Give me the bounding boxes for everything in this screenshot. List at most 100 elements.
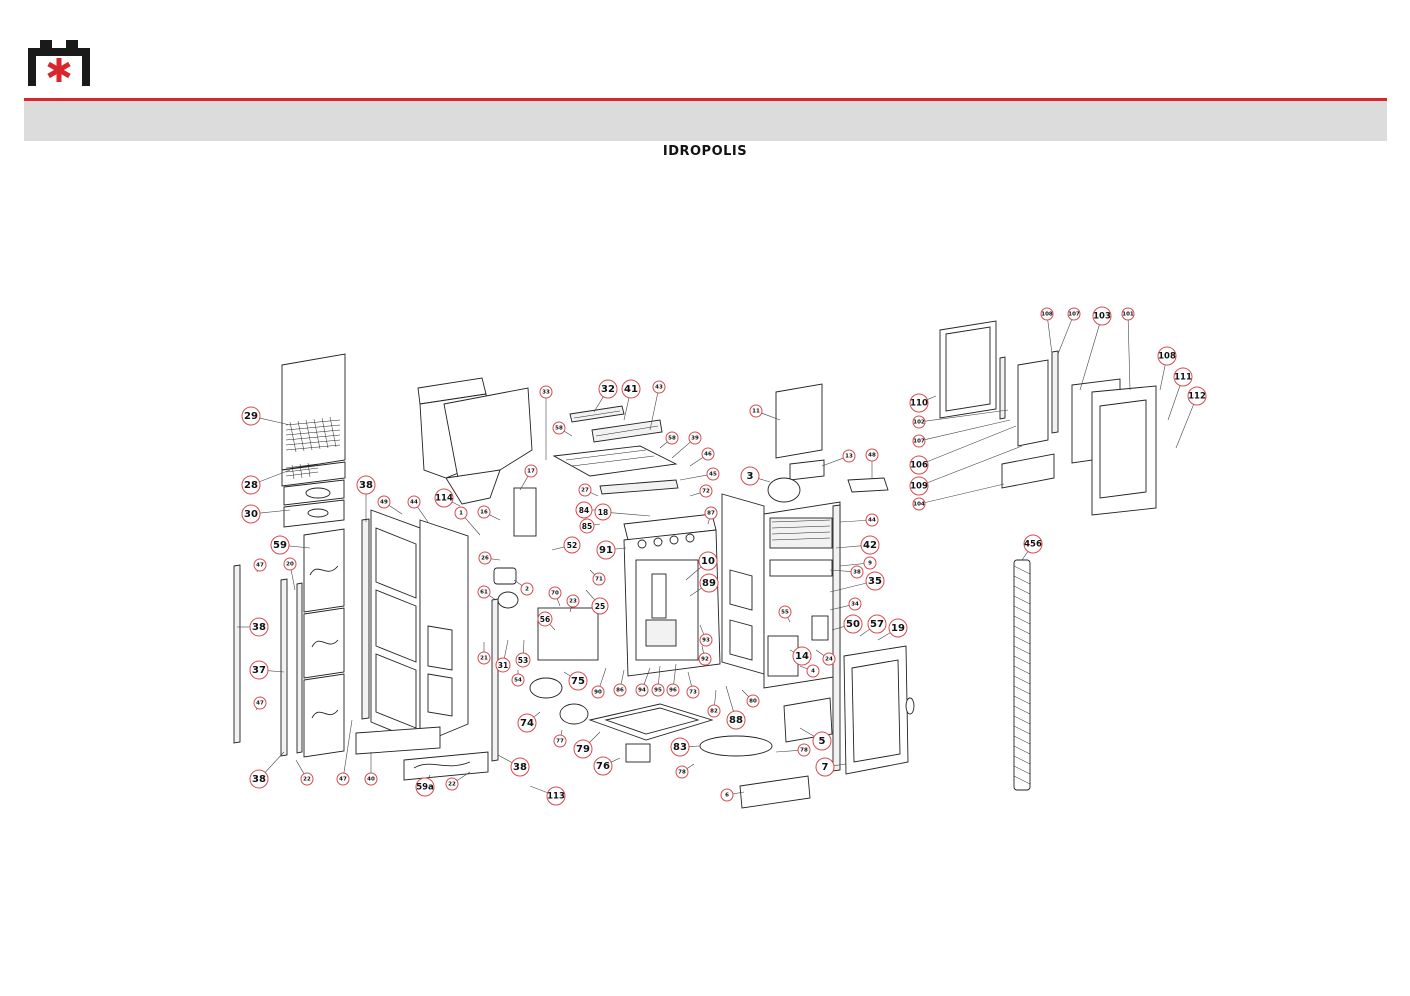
callout-87: 87	[704, 506, 718, 525]
callout-circle	[407, 495, 421, 509]
callout-leader	[673, 663, 677, 685]
callout-leader	[741, 689, 749, 697]
callout-label: 11	[752, 409, 760, 415]
callout-label: 112	[1188, 392, 1206, 402]
callout-leader	[927, 445, 1023, 484]
callout-label: 52	[567, 541, 577, 550]
callout-circle	[815, 757, 835, 777]
callout-48: 48	[865, 448, 879, 478]
callout-14: 14	[789, 646, 812, 666]
callout-leader	[259, 469, 291, 483]
callout-106: 106	[909, 425, 1017, 475]
callout-circle	[652, 380, 666, 394]
callout-leader	[839, 563, 865, 567]
right-side-panel	[721, 493, 765, 675]
callout-label: 24	[825, 657, 833, 663]
callout-leader	[417, 506, 429, 523]
callout-label: 47	[339, 777, 347, 783]
callout-leader	[1021, 551, 1029, 561]
callout-leader	[563, 430, 573, 437]
callout-label: 58	[555, 426, 563, 432]
callout-58: 58	[552, 421, 573, 437]
callout-circle	[863, 556, 877, 570]
callout-leader	[1079, 324, 1100, 391]
callout-label: 30	[244, 509, 258, 520]
callout-leader	[833, 763, 847, 767]
callout-13: 13	[821, 449, 856, 467]
callout-leader	[725, 685, 734, 712]
rear-panel	[281, 353, 346, 471]
callout-47: 47	[253, 696, 267, 711]
callout-label: 2	[525, 587, 529, 593]
callout-circle	[477, 651, 491, 665]
callout-leader	[589, 731, 601, 743]
callout-circle	[843, 614, 863, 634]
callout-label: 48	[868, 453, 876, 459]
callout-108: 108	[1040, 307, 1054, 355]
callout-circle	[666, 683, 680, 697]
callout-35: 35	[829, 571, 885, 593]
callout-label: 9	[868, 561, 872, 567]
callout-49: 49	[377, 495, 403, 515]
callout-circle	[593, 756, 613, 776]
callout-108: 108	[1157, 346, 1177, 391]
callout-5: 5	[799, 727, 832, 751]
callout-label: 92	[701, 657, 709, 663]
callout-label: 43	[655, 385, 663, 391]
callout-leader	[388, 505, 403, 515]
callout-label: 53	[518, 656, 528, 665]
callout-label: 47	[256, 701, 264, 707]
callout-circle	[1121, 307, 1135, 321]
callout-circle	[249, 769, 269, 789]
callout-7: 7	[815, 757, 847, 777]
callout-label: 93	[702, 638, 710, 644]
callout-label: 54	[514, 678, 522, 684]
page-title: IDROPOLIS	[662, 144, 748, 159]
callout-38: 38	[249, 751, 285, 789]
callout-circle	[591, 685, 605, 699]
callout-83: 83	[670, 737, 701, 757]
callout-circle	[578, 483, 592, 497]
callout-31: 31	[495, 639, 511, 673]
callout-circle	[848, 597, 862, 611]
callout-leader	[428, 774, 431, 779]
callout-label: 38	[359, 480, 373, 491]
callout-44: 44	[839, 513, 879, 527]
callout-leader	[504, 639, 509, 659]
callout-41: 41	[621, 379, 641, 421]
callout-circle	[865, 448, 879, 462]
callout-107: 107	[1057, 307, 1081, 355]
callout-circle	[912, 415, 926, 429]
callout-circle	[1067, 307, 1081, 321]
callout-leader	[732, 791, 745, 795]
callout-label: 57	[870, 619, 884, 630]
callout-label: 46	[704, 452, 712, 458]
callout-label: 59	[273, 540, 287, 551]
callout-47: 47	[336, 719, 353, 786]
callout-label: 82	[710, 709, 718, 715]
callout-circle	[806, 664, 820, 678]
callout-circle	[249, 660, 269, 680]
callout-label: 38	[513, 762, 527, 773]
callout-leader	[488, 595, 497, 601]
callout-leader	[611, 757, 621, 763]
callout-27: 27	[578, 483, 599, 497]
callout-leader	[523, 639, 525, 654]
callout-circle	[598, 379, 618, 399]
callout-label: 94	[638, 688, 646, 694]
callout-38: 38	[497, 754, 530, 777]
callout-circle	[591, 597, 609, 615]
callout-leader	[689, 492, 701, 497]
callout-label: 85	[582, 522, 592, 531]
callout-label: 23	[569, 599, 577, 605]
callout-32: 32	[593, 379, 618, 413]
callout-label: 14	[795, 651, 809, 662]
callout-leader	[585, 589, 595, 601]
callout-leader	[835, 545, 862, 549]
callout-54: 54	[511, 670, 525, 687]
callout-circle	[726, 710, 746, 730]
callout-leader	[671, 441, 691, 459]
callout-leader	[610, 512, 651, 517]
callout-circle	[553, 734, 567, 748]
header-grey-band	[24, 101, 1387, 141]
